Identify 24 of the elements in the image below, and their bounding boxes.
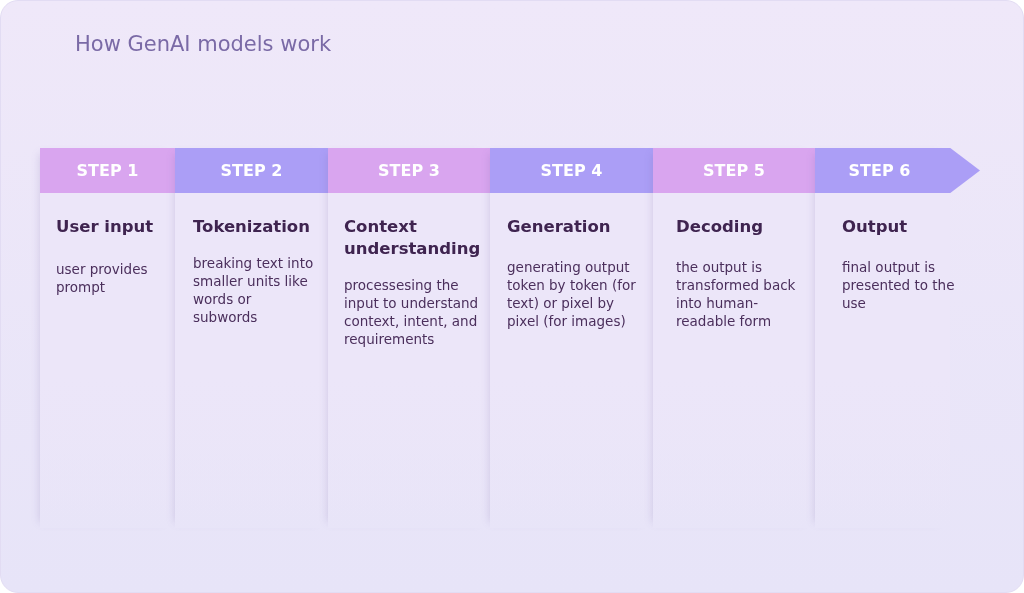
- step-heading: Output: [842, 216, 909, 238]
- step-heading: Decoding: [676, 216, 765, 238]
- step-description: generating output token by token (for text) or pixel by pixel (for images): [507, 258, 637, 330]
- step-column: [653, 148, 815, 528]
- diagram-title: How GenAI models work: [75, 32, 332, 56]
- step-header: STEP 2: [175, 148, 328, 193]
- step-column: [490, 148, 653, 528]
- step-description: processesing the input to understand context, intent, and requirements: [344, 276, 479, 348]
- step-description: final output is presented to the use: [842, 258, 956, 312]
- step-description: the output is transformed back into human-readable form: [676, 258, 797, 330]
- step-header: STEP 3: [328, 148, 490, 193]
- step-heading: Tokenization: [193, 216, 311, 238]
- step-header: STEP 1: [40, 148, 175, 193]
- step-heading: Context understanding: [344, 216, 482, 260]
- step-header: STEP 4: [490, 148, 653, 193]
- step-column: [40, 148, 175, 528]
- step-description: user provides prompt: [56, 260, 149, 296]
- step-description: breaking text into smaller units like words or subwords: [193, 254, 315, 326]
- step-column: [175, 148, 328, 528]
- step-heading: User input: [56, 216, 155, 238]
- step-heading: Generation: [507, 216, 612, 238]
- step-header: STEP 5: [653, 148, 815, 193]
- step-column: [328, 148, 490, 528]
- step-header: STEP 6: [815, 148, 980, 193]
